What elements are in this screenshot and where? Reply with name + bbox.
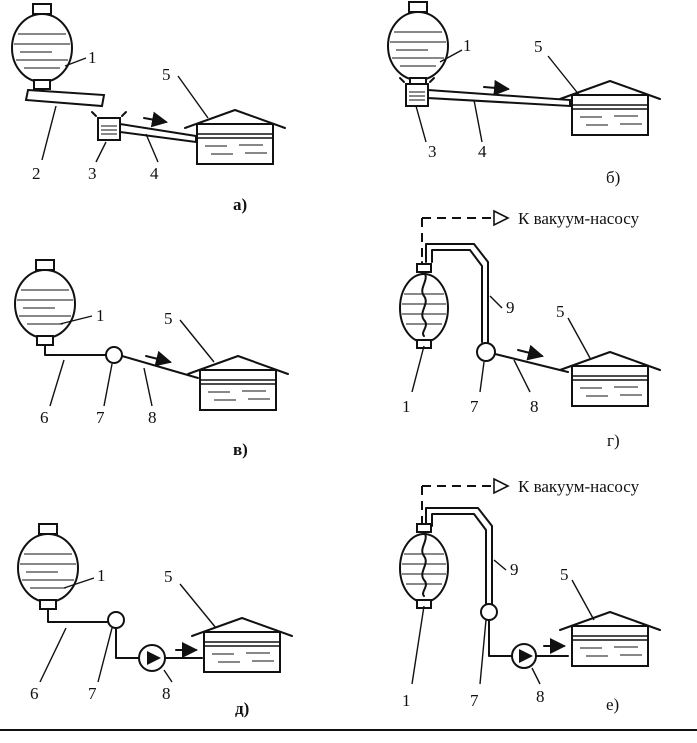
label-6: 6	[30, 684, 39, 703]
vacuum-arrow-icon	[493, 209, 510, 227]
caption-e: е)	[606, 695, 619, 714]
label-5: 5	[556, 302, 565, 321]
pump-arrow-icon	[519, 649, 533, 663]
panel-g: К вакуум-насосу 1 7 8 9 5 г)	[399, 209, 661, 450]
valve-icon	[480, 603, 498, 621]
flow-arrow-icon	[143, 111, 168, 128]
valve-icon	[105, 346, 123, 364]
panel-b: 1 3 4 5 б)	[387, 1, 661, 187]
panel-d: 1 6 7 8 5 д)	[17, 523, 293, 718]
label-8: 8	[530, 397, 539, 416]
pipe-icon	[121, 355, 199, 379]
vessel-icon	[11, 3, 73, 90]
valve-icon	[476, 342, 496, 362]
vacuum-label: К вакуум-насосу	[518, 477, 640, 496]
panel-a: 1 2 3 4 5 а)	[11, 3, 286, 214]
tank-icon	[187, 355, 289, 411]
label-5: 5	[162, 65, 171, 84]
vessel-icon	[14, 259, 76, 346]
valve-icon	[107, 611, 125, 629]
pipe-icon	[488, 619, 513, 657]
label-1: 1	[402, 691, 411, 710]
label-4: 4	[150, 164, 159, 183]
label-7: 7	[470, 691, 479, 710]
pipe-icon	[427, 88, 571, 108]
tank-icon	[559, 611, 661, 667]
label-8: 8	[162, 684, 171, 703]
vacuum-arrow-icon	[493, 477, 510, 495]
receiver-icon	[405, 83, 429, 107]
panel-e: К вакуум-насосу 1 7 8 9 5 е)	[399, 477, 661, 714]
label-8: 8	[536, 687, 545, 706]
pipe-icon	[425, 243, 489, 343]
label-7: 7	[96, 408, 105, 427]
label-6: 6	[40, 408, 49, 427]
pipe-icon	[494, 353, 569, 373]
vacuum-label: К вакуум-насосу	[518, 209, 640, 228]
label-1: 1	[463, 36, 472, 55]
vessel-icon	[17, 523, 79, 610]
label-9: 9	[510, 560, 519, 579]
caption-v: в)	[233, 440, 248, 459]
pump-arrow-icon	[147, 651, 161, 665]
label-8: 8	[148, 408, 157, 427]
label-1: 1	[402, 397, 411, 416]
label-3: 3	[88, 164, 97, 183]
label-5: 5	[164, 309, 173, 328]
label-7: 7	[88, 684, 97, 703]
label-5: 5	[164, 567, 173, 586]
trough-icon	[24, 88, 106, 108]
flow-arrow-icon	[145, 350, 172, 367]
vessel-icon	[387, 1, 449, 88]
label-3: 3	[428, 142, 437, 161]
tank-icon	[559, 351, 661, 407]
label-1: 1	[97, 566, 106, 585]
vessel-coil-icon	[399, 523, 449, 609]
pipe-icon	[115, 627, 139, 659]
label-1: 1	[88, 48, 97, 67]
pipe-icon	[119, 122, 197, 144]
label-5: 5	[534, 37, 543, 56]
caption-d: д)	[235, 699, 249, 718]
caption-a: а)	[233, 195, 247, 214]
label-1: 1	[96, 306, 105, 325]
tank-icon	[191, 617, 293, 673]
caption-g: г)	[607, 431, 620, 450]
label-7: 7	[470, 397, 479, 416]
label-2: 2	[32, 164, 41, 183]
panel-v: 1 6 7 8 5 в)	[14, 259, 289, 459]
caption-b: б)	[606, 168, 620, 187]
flow-arrow-icon	[517, 344, 544, 361]
receiver-icon	[97, 117, 121, 141]
flow-arrow-icon	[483, 79, 510, 96]
label-9: 9	[506, 298, 515, 317]
pipe-icon	[47, 608, 109, 623]
pipe-icon	[425, 507, 493, 605]
vessel-coil-icon	[399, 263, 449, 349]
label-4: 4	[478, 142, 487, 161]
label-5: 5	[560, 565, 569, 584]
pipe-icon	[44, 344, 107, 356]
tank-icon	[184, 109, 286, 165]
